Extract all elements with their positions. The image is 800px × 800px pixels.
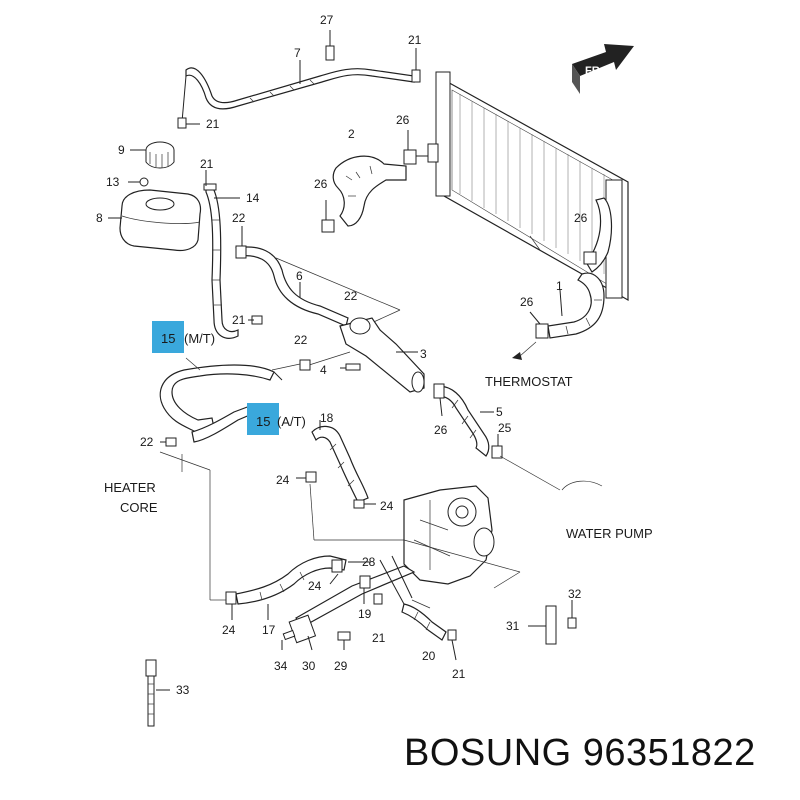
callout-label: 27: [320, 13, 334, 27]
callout-label: 3: [420, 347, 427, 361]
callout-label: 22: [294, 333, 308, 347]
callout-label: 17: [262, 623, 276, 637]
callout-label: 13: [106, 175, 120, 189]
callout-label: 30: [302, 659, 316, 673]
callout-label: 24: [308, 579, 322, 593]
upper-radiator-hose: [332, 155, 407, 227]
callout-label: 25: [498, 421, 512, 435]
callout-label: 21: [452, 667, 466, 681]
callout-label: 34: [274, 659, 288, 673]
thermostat-housing: [305, 317, 425, 393]
callout-label: 1: [556, 279, 563, 293]
bracket-31: [528, 600, 577, 645]
hose-17: [235, 555, 347, 605]
radiator: [435, 71, 629, 302]
callout-label: 21: [206, 117, 220, 131]
callout-label: 9: [118, 143, 125, 157]
callout-label: 21: [408, 33, 422, 47]
coolant-reservoir: [108, 141, 202, 252]
callout-label: 26: [574, 211, 588, 225]
callout-label: 26: [434, 423, 448, 437]
callout-label: 22: [344, 289, 358, 303]
clip-27: [325, 45, 335, 61]
metal-pipe-bracket: [295, 565, 416, 627]
front-direction-arrow: FR: [572, 44, 634, 94]
callout-label: 19: [358, 607, 372, 621]
callout-label: 32: [568, 587, 582, 601]
callout-label: 18: [320, 411, 334, 425]
callout-label: 33: [176, 683, 190, 697]
callout-label: 7: [294, 46, 301, 60]
mt-suffix: (M/T): [184, 331, 215, 346]
callout-label: 4: [320, 363, 327, 377]
brand-part-number: BOSUNG 96351822: [404, 732, 756, 774]
reservoir-hose: [205, 185, 239, 339]
bypass-hose-6: [235, 246, 349, 327]
callout-label: 22: [232, 211, 246, 225]
callout-label: 24: [380, 499, 394, 513]
at-suffix: (A/T): [277, 414, 306, 429]
water-pump: [403, 485, 521, 589]
heater-core-caption-line2: CORE: [120, 500, 158, 515]
callout-label: 31: [506, 619, 520, 633]
callout-label: 20: [422, 649, 436, 663]
callout-label: 6: [296, 269, 303, 283]
cable-tie-33: [145, 659, 170, 727]
clamp-21-upper: [177, 117, 187, 129]
callout-label: 21: [372, 631, 386, 645]
at-part-number: 15: [256, 414, 270, 429]
mt-part-number: 15: [161, 331, 175, 346]
callout-label: 21: [232, 313, 246, 327]
callout-label: 29: [334, 659, 348, 673]
at-highlight-box: [247, 403, 279, 435]
callout-label: 26: [396, 113, 410, 127]
callout-label: 24: [276, 473, 290, 487]
callout-label: 26: [314, 177, 328, 191]
callout-label: 26: [520, 295, 534, 309]
thermostat-caption: THERMOSTAT: [485, 374, 573, 389]
water-pump-caption: WATER PUMP: [566, 526, 653, 541]
front-direction-label: FR: [585, 65, 600, 77]
callout-label: 2: [348, 127, 355, 141]
heater-core-caption-line1: HEATER: [104, 480, 156, 495]
callout-label: 28: [362, 555, 376, 569]
mt-highlight-box: [152, 321, 184, 353]
hose-18: [311, 425, 369, 503]
clamp-21-top: [411, 69, 421, 83]
callout-label: 14: [246, 191, 260, 205]
callout-label: 21: [200, 157, 214, 171]
callout-label: 8: [96, 211, 103, 225]
callout-label: 22: [140, 435, 154, 449]
callout-label: 24: [222, 623, 236, 637]
hose-5: [437, 385, 490, 457]
callout-label: 5: [496, 405, 503, 419]
clamp-26-upper: [403, 149, 417, 165]
hose-20: [401, 603, 447, 641]
